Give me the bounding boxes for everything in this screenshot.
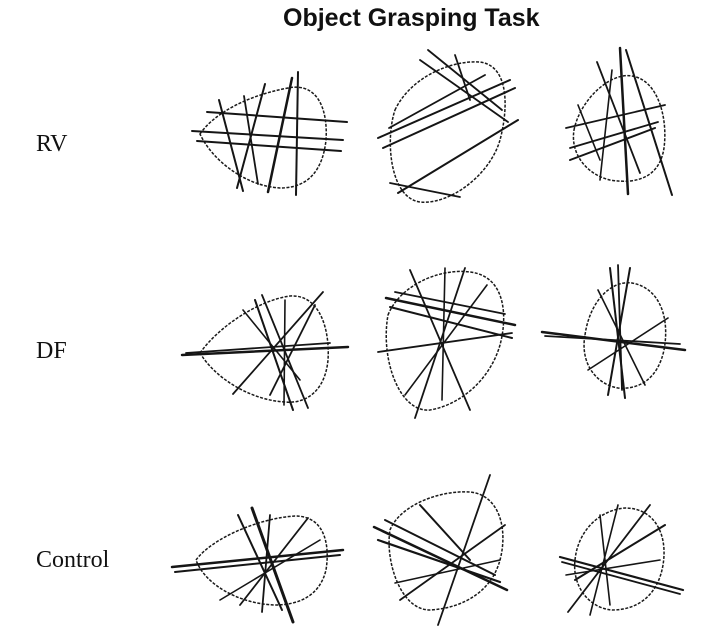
grasp-axis [409,269,471,411]
grasp-axis [219,539,321,601]
row-label-rv: RV [36,131,68,157]
grasp-axis [414,267,466,419]
object-outline [199,295,329,403]
grasp-axis [625,49,673,196]
grasp-panel-control-3 [558,504,685,616]
object-outline [385,270,505,411]
grasp-axis [180,345,350,357]
grasp-axis [437,474,491,626]
grasp-panel-df-3 [540,264,687,399]
grasp-axis [239,517,309,606]
grasp-axis [441,267,446,401]
grasp-axis [427,49,503,111]
grasp-panel-df-2 [377,267,517,419]
grasp-axis [589,504,619,616]
grasp-axis [599,69,613,181]
object-outline [389,61,506,203]
grasp-axis [372,525,509,592]
row-label-df: DF [36,338,67,364]
grasp-axis [196,140,342,152]
grasp-axis [394,559,501,584]
grasp-axis [254,299,294,411]
object-outline [573,507,665,611]
grasp-axis [540,330,687,352]
figure-title: Object Grasping Task [283,4,540,32]
grasp-panel-rv-2 [377,49,519,203]
grasp-axis [561,561,681,595]
grasp-axis [243,95,259,185]
grasp-axis [597,289,646,386]
grasp-axis [404,284,488,396]
grasp-axis [419,504,471,561]
grasp-axis [587,317,669,371]
grasp-axis [454,54,471,101]
grasp-panel-df-1 [180,291,350,411]
grasp-axis [596,61,641,174]
grasp-axis [544,335,681,345]
grasp-axis [266,76,294,194]
grasp-axis [242,309,301,381]
grasp-axis [389,182,461,198]
grasp-axis [397,119,519,194]
grasp-axis [565,559,661,576]
grasp-axis [377,79,511,139]
grasp-axis [617,264,623,391]
grasp-axis [569,121,659,149]
grasp-axis [269,304,316,396]
grasp-axis [376,538,502,584]
grasp-panel-rv-1 [191,71,348,196]
grasp-axis [394,291,506,315]
object-outline [195,515,328,606]
grasp-axis [185,342,331,354]
grasp-axis [388,74,486,129]
grasp-axis [174,554,341,573]
object-outline [199,86,327,189]
grasp-axis [250,506,295,624]
grasp-panel-rv-3 [565,46,673,196]
grasp-axis [577,104,601,161]
grasp-panel-control-1 [170,506,345,624]
grasp-axis [261,514,271,613]
grasp-axis [399,524,506,601]
grasp-axis [419,59,509,123]
grasp-axis [389,306,513,339]
grasp-axis [567,504,651,613]
grasp-axis [295,71,299,196]
grasp-axis [569,127,656,161]
grasp-axis [565,104,666,129]
grasp-axis [237,514,283,611]
grasp-axis [599,514,611,606]
grasp-axis [382,87,516,149]
grasp-axis [232,291,324,395]
grasp-axis [609,267,626,399]
grasp-axis [218,99,244,192]
grasp-axis [191,130,344,141]
grasp-panel-control-2 [372,474,509,626]
grasp-axis [206,111,348,123]
grasp-axis [618,46,630,196]
row-label-control: Control [36,547,110,573]
grasp-axis [283,299,286,406]
grasp-axis [558,555,685,592]
object-outline [572,74,666,182]
